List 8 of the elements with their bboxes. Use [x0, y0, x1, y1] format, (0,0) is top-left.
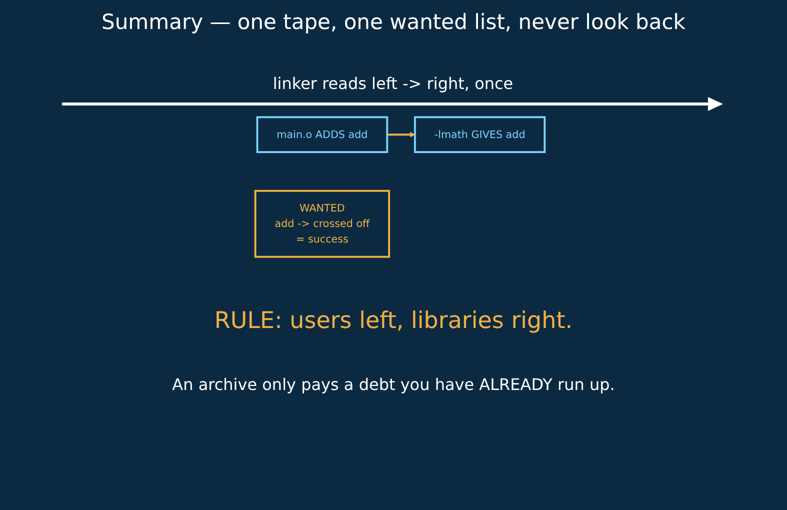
- direction-caption: linker reads left -> right, once: [272, 74, 514, 93]
- rule-text: RULE: users left, libraries right.: [213, 308, 574, 334]
- diagram-title: Summary — one tape, one wanted list, never look back: [100, 10, 686, 34]
- node-box: -lmath GIVES add: [414, 116, 546, 154]
- node-box: main.o ADDS add: [256, 116, 388, 154]
- arrow: [387, 132, 416, 138]
- note-text: An archive only pays a debt you have ALREADY run up.: [171, 375, 616, 394]
- node-box: WANTED add -> crossed off = success: [254, 190, 390, 258]
